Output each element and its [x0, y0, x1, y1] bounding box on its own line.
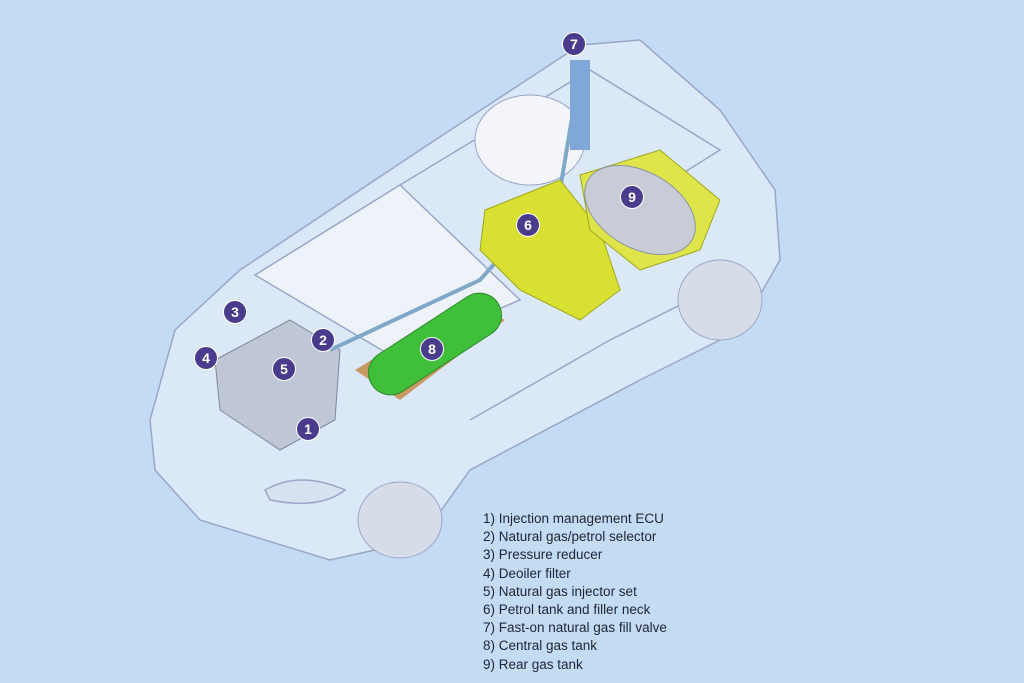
- badge-6: 6: [516, 213, 540, 237]
- legend-item: 7) Fast-on natural gas fill valve: [483, 620, 667, 636]
- legend-item: 6) Petrol tank and filler neck: [483, 602, 651, 618]
- badge-3: 3: [223, 300, 247, 324]
- badge-9: 9: [620, 185, 644, 209]
- badge-2: 2: [311, 328, 335, 352]
- badge-8: 8: [420, 337, 444, 361]
- petrol-tank: [479, 179, 621, 321]
- legend-item: 9) Rear gas tank: [483, 656, 583, 672]
- legend-item: 8) Central gas tank: [483, 638, 598, 654]
- front-wheel: [357, 481, 443, 559]
- rear-gas-tank: [584, 164, 696, 256]
- legend: 1) Injection management ECU 2) Natural g…: [483, 510, 667, 674]
- rear-wheel: [677, 259, 763, 341]
- badge-4: 4: [194, 346, 218, 370]
- legend-item: 1) Injection management ECU: [483, 511, 664, 526]
- badge-1: 1: [296, 417, 320, 441]
- fill-valve-pipe: [570, 60, 590, 150]
- legend-item: 5) Natural gas injector set: [483, 583, 637, 599]
- headlight: [264, 479, 347, 505]
- badge-7: 7: [562, 32, 586, 56]
- legend-item: 2) Natural gas/petrol selector: [483, 529, 657, 545]
- legend-item: 4) Deoiler filter: [483, 565, 571, 581]
- badge-5: 5: [272, 357, 296, 381]
- side-window-outline: [469, 294, 701, 421]
- legend-item: 3) Pressure reducer: [483, 547, 603, 563]
